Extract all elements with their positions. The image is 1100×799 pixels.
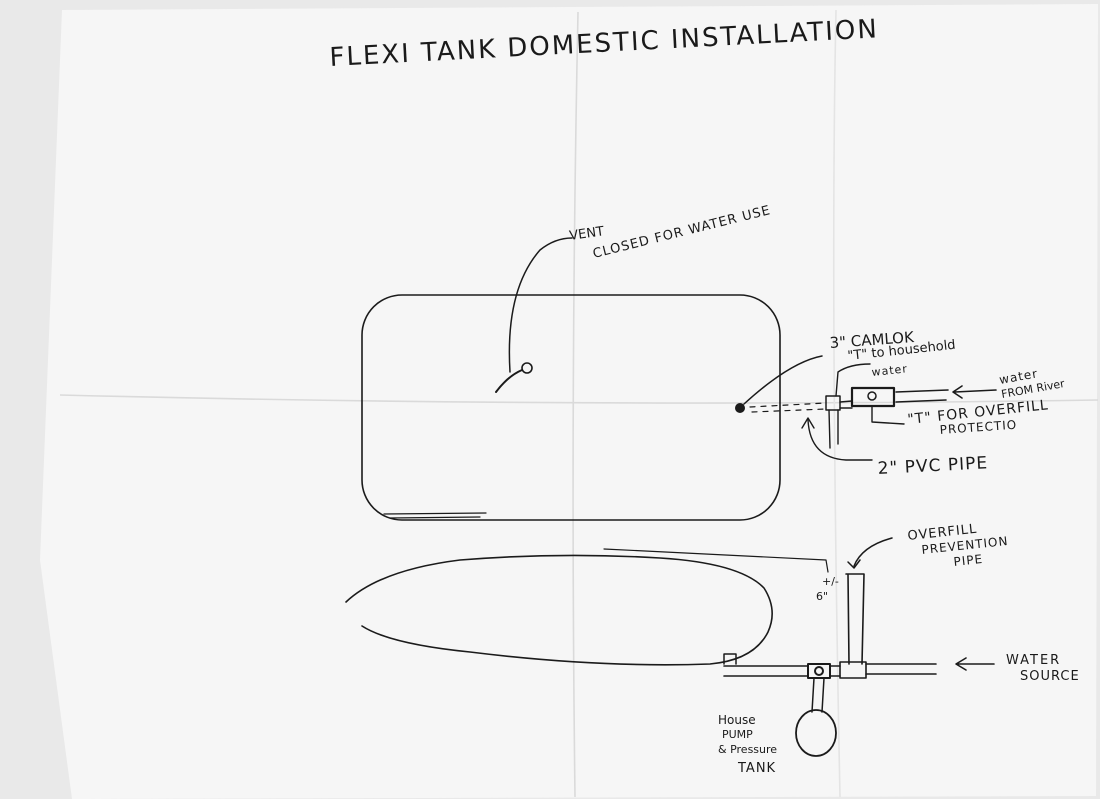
vent-icon <box>521 362 533 374</box>
overfill-prevention-arrow <box>853 537 893 567</box>
tank-top-seam <box>383 512 487 519</box>
overfill-prevention-arrowhead <box>847 559 861 569</box>
tank-side-outline <box>345 554 773 666</box>
pressure-tank-icon <box>795 709 837 757</box>
overfill-tee-port-icon <box>867 391 877 401</box>
tank-top-level-line <box>603 548 829 573</box>
vent-stem <box>495 369 523 393</box>
tank-top-outline <box>361 294 781 521</box>
tee-household-water-label: water <box>871 362 909 379</box>
pump-label-1: House <box>718 713 756 727</box>
river-supply-arrow <box>952 385 997 399</box>
vent-label: VENT <box>568 224 605 244</box>
overfill-tee-fitting <box>850 386 896 408</box>
overfill-prevention-label-1: OVERFILL <box>907 522 978 544</box>
water-source-label-1: WATER <box>1006 653 1061 668</box>
overfill-prevention-pipe <box>845 573 865 665</box>
pump-label-3: & Pressure <box>718 743 777 756</box>
overfill-tee-connector <box>839 400 853 409</box>
overfill-pipe-tee <box>839 661 867 679</box>
household-tee-fitting <box>825 395 841 411</box>
river-supply-pipe <box>895 389 949 403</box>
water-source-label-2: SOURCE <box>1020 669 1080 684</box>
pump-label-4: TANK <box>737 761 776 776</box>
tee-overfill-protection-label: PROTECTIO <box>939 418 1017 437</box>
camlok-outlet-icon <box>735 403 745 413</box>
overfill-tee-leader <box>871 405 905 425</box>
gap-label-inches: 6" <box>816 590 828 603</box>
pump-label-2: PUMP <box>722 728 753 741</box>
pvc-pipe-down <box>828 409 839 449</box>
camlok-dashed-line <box>749 402 827 413</box>
water-source-arrow <box>955 657 995 671</box>
main-pipe-run <box>723 663 937 677</box>
from-river-label-1: water <box>998 366 1039 387</box>
camlok-leader-line <box>743 355 823 405</box>
overfill-prevention-label-3: PIPE <box>953 552 984 569</box>
pump-drop-pipe <box>811 677 825 713</box>
camlok-label: 3" CAMLOK <box>829 328 916 352</box>
pump-valve-icon <box>814 666 824 676</box>
pump-tee-fitting <box>807 663 831 679</box>
household-tee-leader <box>835 363 871 397</box>
vent-leader-line <box>508 237 573 373</box>
pvc-leader-arrow <box>801 417 815 429</box>
gap-label-plusminus: +/- <box>822 575 839 588</box>
paper-creases <box>59 9 1099 798</box>
pvc-leader-line <box>807 419 873 461</box>
tank-outlet-elbow <box>723 653 737 665</box>
